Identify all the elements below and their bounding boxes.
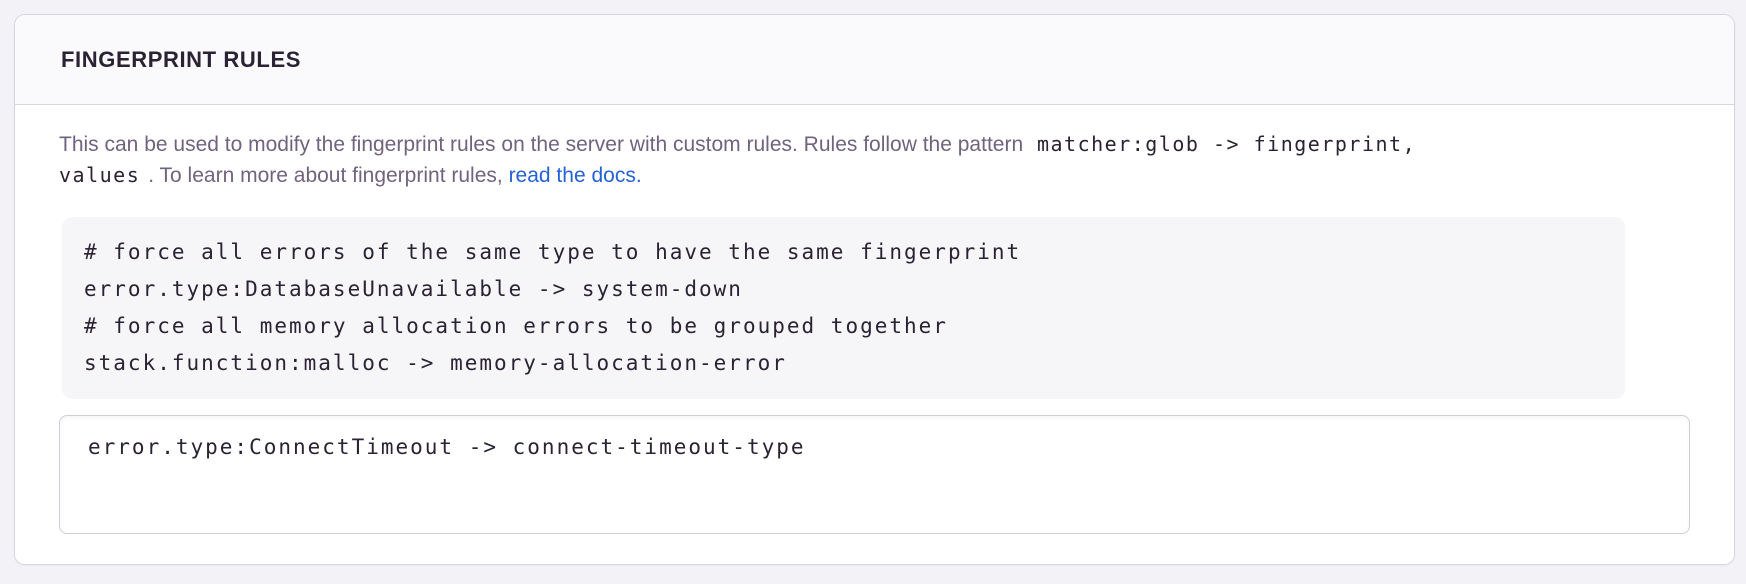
link-suffix-period: . — [635, 164, 642, 187]
code-example-line: stack.function:malloc -> memory-allocati… — [84, 351, 787, 375]
code-example-line: # force all memory allocation errors to … — [84, 314, 948, 338]
help-text: This can be used to modify the fingerpri… — [59, 129, 1690, 191]
pattern-code-part1: matcher:glob -> fingerprint, — [1036, 132, 1417, 156]
panel-header: FINGERPRINT RULES — [15, 15, 1734, 105]
pattern-code-part2: values — [59, 163, 141, 187]
fingerprint-rules-input[interactable]: error.type:ConnectTimeout -> connect-tim… — [59, 415, 1690, 534]
read-the-docs-link[interactable]: read the docs — [508, 164, 636, 187]
code-example-line: error.type:DatabaseUnavailable -> system… — [84, 277, 743, 301]
fingerprint-rules-panel: FINGERPRINT RULES This can be used to mo… — [14, 14, 1735, 565]
panel-body: This can be used to modify the fingerpri… — [15, 105, 1734, 564]
code-example-line: # force all errors of the same type to h… — [84, 240, 1022, 264]
code-example-block: # force all errors of the same type to h… — [62, 217, 1625, 399]
help-text-intro: This can be used to modify the fingerpri… — [59, 133, 1029, 156]
panel-title: FINGERPRINT RULES — [61, 46, 301, 72]
help-text-after-code: . To learn more about fingerprint rules, — [148, 164, 509, 187]
